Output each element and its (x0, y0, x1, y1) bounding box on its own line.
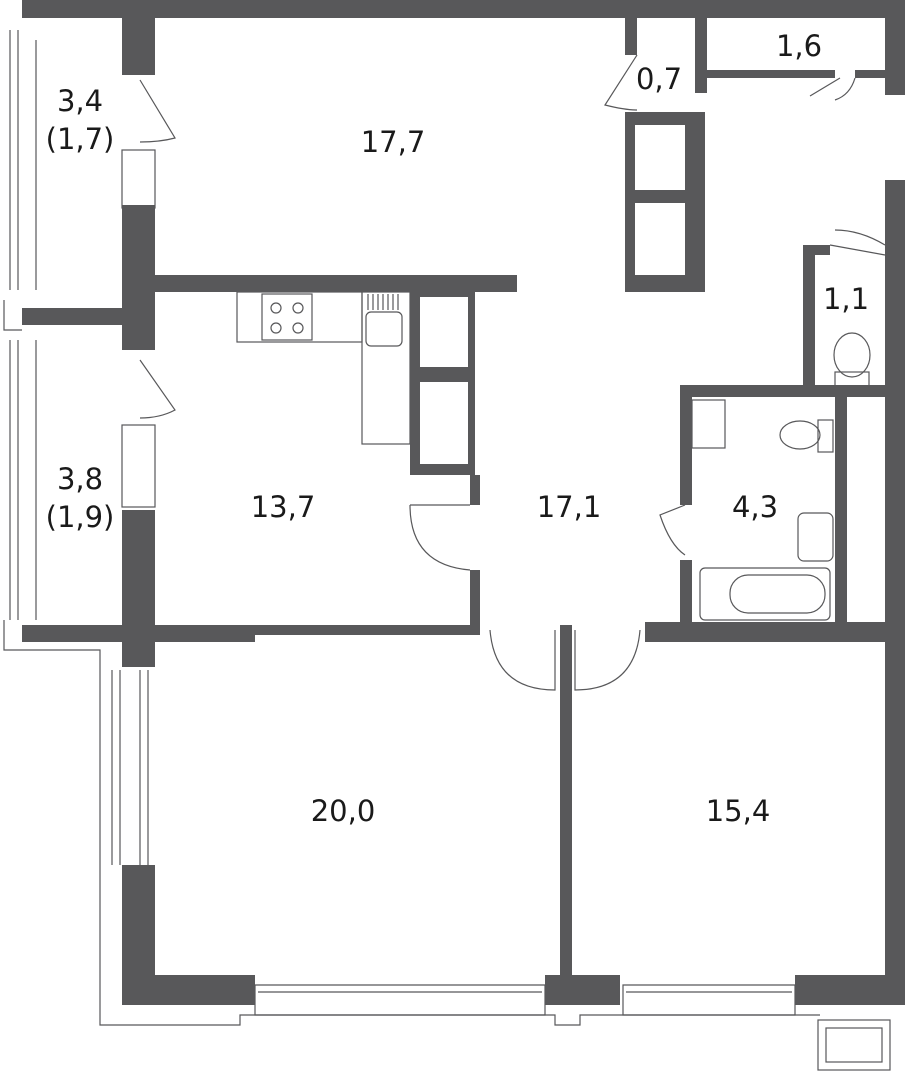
window-bottom (254, 984, 796, 1016)
bedroom-door-right (574, 629, 641, 691)
room-label-loggia-top: 3,4 (1,7) (46, 82, 115, 158)
room-area-sub: (1,9) (45, 500, 115, 534)
bedroom-door-left (489, 629, 556, 691)
kitchen-door (409, 504, 471, 571)
room-label-bedroom-left: 20,0 (310, 794, 376, 828)
room-label-living: 17,7 (360, 125, 426, 159)
fixtures (3, 30, 891, 1071)
ac-unit (817, 1019, 891, 1071)
room-label-storage: 1,6 (775, 29, 823, 63)
room-label-hall: 17,1 (536, 490, 602, 524)
stove (261, 293, 313, 341)
washbasin (797, 512, 834, 562)
room-label-closet: 0,7 (635, 62, 683, 96)
window-bedroom (111, 670, 149, 865)
room-label-loggia-bottom: 3,8 (1,9) (46, 460, 115, 536)
kitchen-counter (236, 291, 363, 343)
room-label-wc: 1,1 (822, 282, 870, 316)
bathtub (699, 567, 831, 621)
door-swing (139, 79, 176, 143)
radiator (121, 149, 156, 209)
wc-toilet (833, 332, 871, 378)
window-left (9, 30, 37, 620)
room-label-kitchen: 13,7 (250, 490, 316, 524)
room-label-bathroom: 4,3 (731, 490, 779, 524)
room-label-bedroom-right: 15,4 (705, 794, 771, 828)
sink (365, 311, 403, 347)
room-area: 3,4 (56, 84, 104, 118)
room-area-sub: (1,7) (45, 122, 115, 156)
room-area: 3,8 (56, 462, 104, 496)
toilet (779, 420, 821, 450)
wardrobe-interiors (420, 125, 885, 620)
